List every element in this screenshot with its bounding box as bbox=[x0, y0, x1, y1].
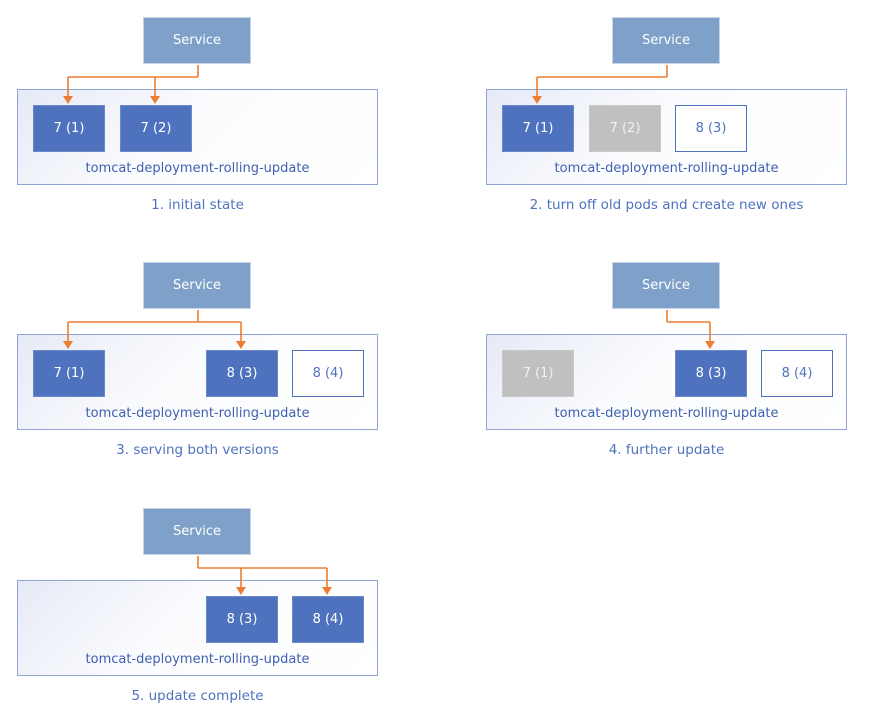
deployment-box: 7 (1) 7 (2) tomcat-deployment-rolling-upda… bbox=[17, 89, 378, 185]
pod-active: 7 (1) bbox=[33, 105, 105, 152]
pod-active: 7 (1) bbox=[33, 350, 105, 397]
service-box: Service bbox=[143, 262, 251, 309]
pod-new: 8 (4) bbox=[761, 350, 833, 397]
deployment-box: 7 (1) 8 (3) 8 (4) tomcat-deployment-rolling… bbox=[486, 334, 847, 430]
deployment-label: tomcat-deployment-rolling-update bbox=[554, 161, 779, 176]
deployment-label: tomcat-deployment-rolling-update bbox=[85, 652, 310, 667]
step-caption: 3. serving both versions bbox=[116, 442, 279, 458]
panel-3: Service 7 (1) 8 (3) 8 (4) tomcat-deployment-… bbox=[17, 262, 397, 472]
service-box: Service bbox=[612, 262, 720, 309]
deployment-box: 8 (3) 8 (4) tomcat-deployment-rolling-upda… bbox=[17, 580, 378, 676]
pod-active: 8 (3) bbox=[206, 350, 278, 397]
service-box: Service bbox=[143, 17, 251, 64]
arrow-head-icon bbox=[322, 587, 332, 595]
step-caption: 2. turn off old pods and create new ones bbox=[529, 197, 804, 213]
arrow-head-icon bbox=[236, 587, 246, 595]
service-box: Service bbox=[612, 17, 720, 64]
step-caption: 5. update complete bbox=[131, 688, 264, 704]
pod-new: 8 (4) bbox=[292, 350, 364, 397]
pod-old: 7 (1) bbox=[502, 350, 574, 397]
deployment-label: tomcat-deployment-rolling-update bbox=[85, 406, 310, 421]
traffic-arrows bbox=[63, 65, 199, 104]
arrow-head-icon bbox=[63, 96, 73, 104]
pod-new: 8 (3) bbox=[675, 105, 747, 152]
service-box: Service bbox=[143, 508, 251, 555]
deployment-box: 7 (1) 8 (3) 8 (4) tomcat-deployment-rolling… bbox=[17, 334, 378, 430]
deployment-label: tomcat-deployment-rolling-update bbox=[554, 406, 779, 421]
arrow-head-icon bbox=[532, 96, 542, 104]
traffic-arrows bbox=[532, 65, 668, 104]
arrow-head-icon bbox=[705, 341, 715, 349]
pod-active: 7 (2) bbox=[120, 105, 192, 152]
step-caption: 4. further update bbox=[608, 442, 725, 458]
pod-active: 8 (3) bbox=[206, 596, 278, 643]
deployment-label: tomcat-deployment-rolling-update bbox=[85, 161, 310, 176]
panel-5: Service 8 (3) 8 (4) tomcat-deployment-rolli… bbox=[17, 508, 397, 718]
pod-old: 7 (2) bbox=[589, 105, 661, 152]
pod-active: 8 (3) bbox=[675, 350, 747, 397]
traffic-arrows bbox=[63, 310, 246, 349]
step-caption: 1. initial state bbox=[151, 197, 244, 213]
arrow-head-icon bbox=[63, 341, 73, 349]
pod-active: 8 (4) bbox=[292, 596, 364, 643]
deployment-box: 7 (1) 7 (2) 8 (3) tomcat-deployment-rolling… bbox=[486, 89, 847, 185]
panel-4: Service 7 (1) 8 (3) 8 (4) tomcat-deployment-… bbox=[486, 262, 866, 472]
pod-active: 7 (1) bbox=[502, 105, 574, 152]
arrow-head-icon bbox=[150, 96, 160, 104]
traffic-arrows bbox=[197, 556, 332, 595]
traffic-arrows bbox=[666, 310, 715, 349]
panel-2: Service 7 (1) 7 (2) 8 (3) tomcat-deployment-… bbox=[486, 17, 866, 227]
panel-1: Service 7 (1) 7 (2) tomcat-deployment-rolli… bbox=[17, 17, 397, 227]
arrow-head-icon bbox=[236, 341, 246, 349]
